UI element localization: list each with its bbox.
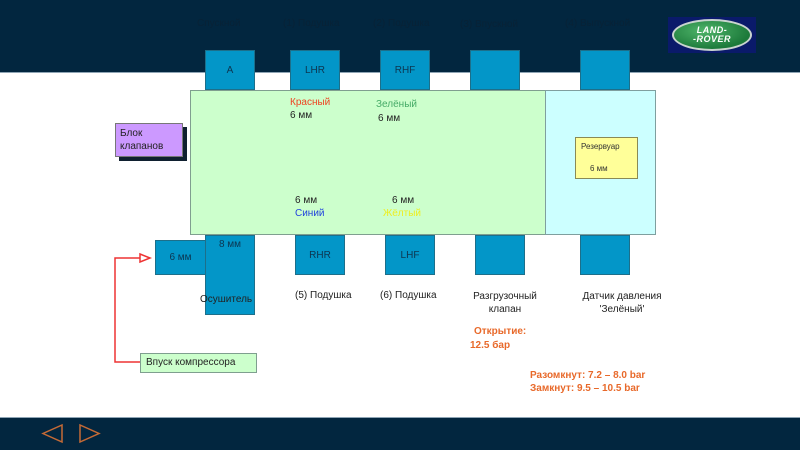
label-spring-5: (5) Подушка — [295, 290, 352, 301]
relief-opening-value: 12.5 бар — [470, 340, 511, 351]
label-outlet-4: (4) Выпускной — [565, 18, 631, 29]
compressor-flow-arrow — [114, 252, 153, 363]
dryer-size: 8 мм — [218, 239, 242, 250]
port-pressure-switch — [580, 235, 630, 275]
dryer: 8 мм — [205, 235, 255, 315]
port-lhr: LHR — [290, 50, 340, 90]
port-inlet — [470, 50, 520, 90]
port-rhr-label: RHR — [309, 249, 331, 261]
port-lhf-label: LHF — [400, 249, 420, 261]
valve-block-line2: клапанов — [120, 141, 164, 152]
port-rhr: RHR — [295, 235, 345, 275]
triangle-right-icon[interactable] — [77, 423, 103, 445]
port-lhf: LHF — [385, 235, 435, 275]
port-relief-valve — [475, 235, 525, 275]
switch-closed-range: Замкнут: 9.5 – 10.5 bar — [530, 383, 640, 394]
dryer-label: Осушитель — [200, 294, 253, 305]
port-lhr-label: LHR — [304, 64, 325, 76]
label-spring-6: (6) Подушка — [380, 290, 437, 301]
logo-text-line1: LAND- — [696, 25, 728, 35]
port-a-label: A — [226, 64, 234, 76]
switch-open-range: Разомкнут: 7.2 – 8.0 bar — [530, 370, 646, 381]
logo-text-line2: -ROVER — [692, 34, 731, 44]
port-rhf-label: RHF — [394, 64, 416, 76]
reservoir-label: Резервуар — [581, 142, 620, 151]
label-spring-2: (2) Подушка — [373, 18, 430, 29]
reservoir-size: 6 мм — [590, 164, 608, 173]
valve-block-line1: Блок — [120, 128, 143, 139]
reservoir-box: Резервуар 6 мм — [575, 137, 638, 179]
blue-size: 6 мм — [295, 195, 318, 206]
valve-block-body — [190, 90, 546, 235]
relief-opening-label: Открытие: — [474, 326, 527, 337]
inlet-size: 6 мм — [169, 252, 192, 263]
yellow-label: Жёлтый — [383, 208, 421, 219]
compressor-inlet-label: Впуск компрессора — [140, 353, 257, 373]
compressor-inlet-port: 6 мм — [155, 240, 206, 275]
land-rover-logo: LAND- -ROVER — [668, 17, 756, 53]
label-pressure-switch: Датчик давления 'Зелёный' — [582, 291, 662, 315]
green-label: Зелёный — [376, 99, 417, 110]
port-a: A — [205, 50, 255, 90]
yellow-size: 6 мм — [392, 195, 415, 206]
label-inlet-3: (3) Впускной — [460, 19, 519, 30]
port-rhf: RHF — [380, 50, 430, 90]
green-size: 6 мм — [378, 113, 401, 124]
label-spring-1: (1) Подушка — [283, 18, 340, 29]
red-size: 6 мм — [290, 110, 313, 121]
blue-label: Синий — [295, 208, 325, 219]
triangle-left-icon[interactable] — [40, 423, 66, 445]
port-outlet — [580, 50, 630, 90]
label-drain: Спускной — [197, 18, 241, 29]
red-label: Красный — [290, 97, 331, 108]
footer-bar — [0, 417, 800, 450]
valve-block-label: Блок клапанов — [115, 123, 183, 157]
label-relief-valve: Разгрузочный клапан — [473, 291, 537, 315]
